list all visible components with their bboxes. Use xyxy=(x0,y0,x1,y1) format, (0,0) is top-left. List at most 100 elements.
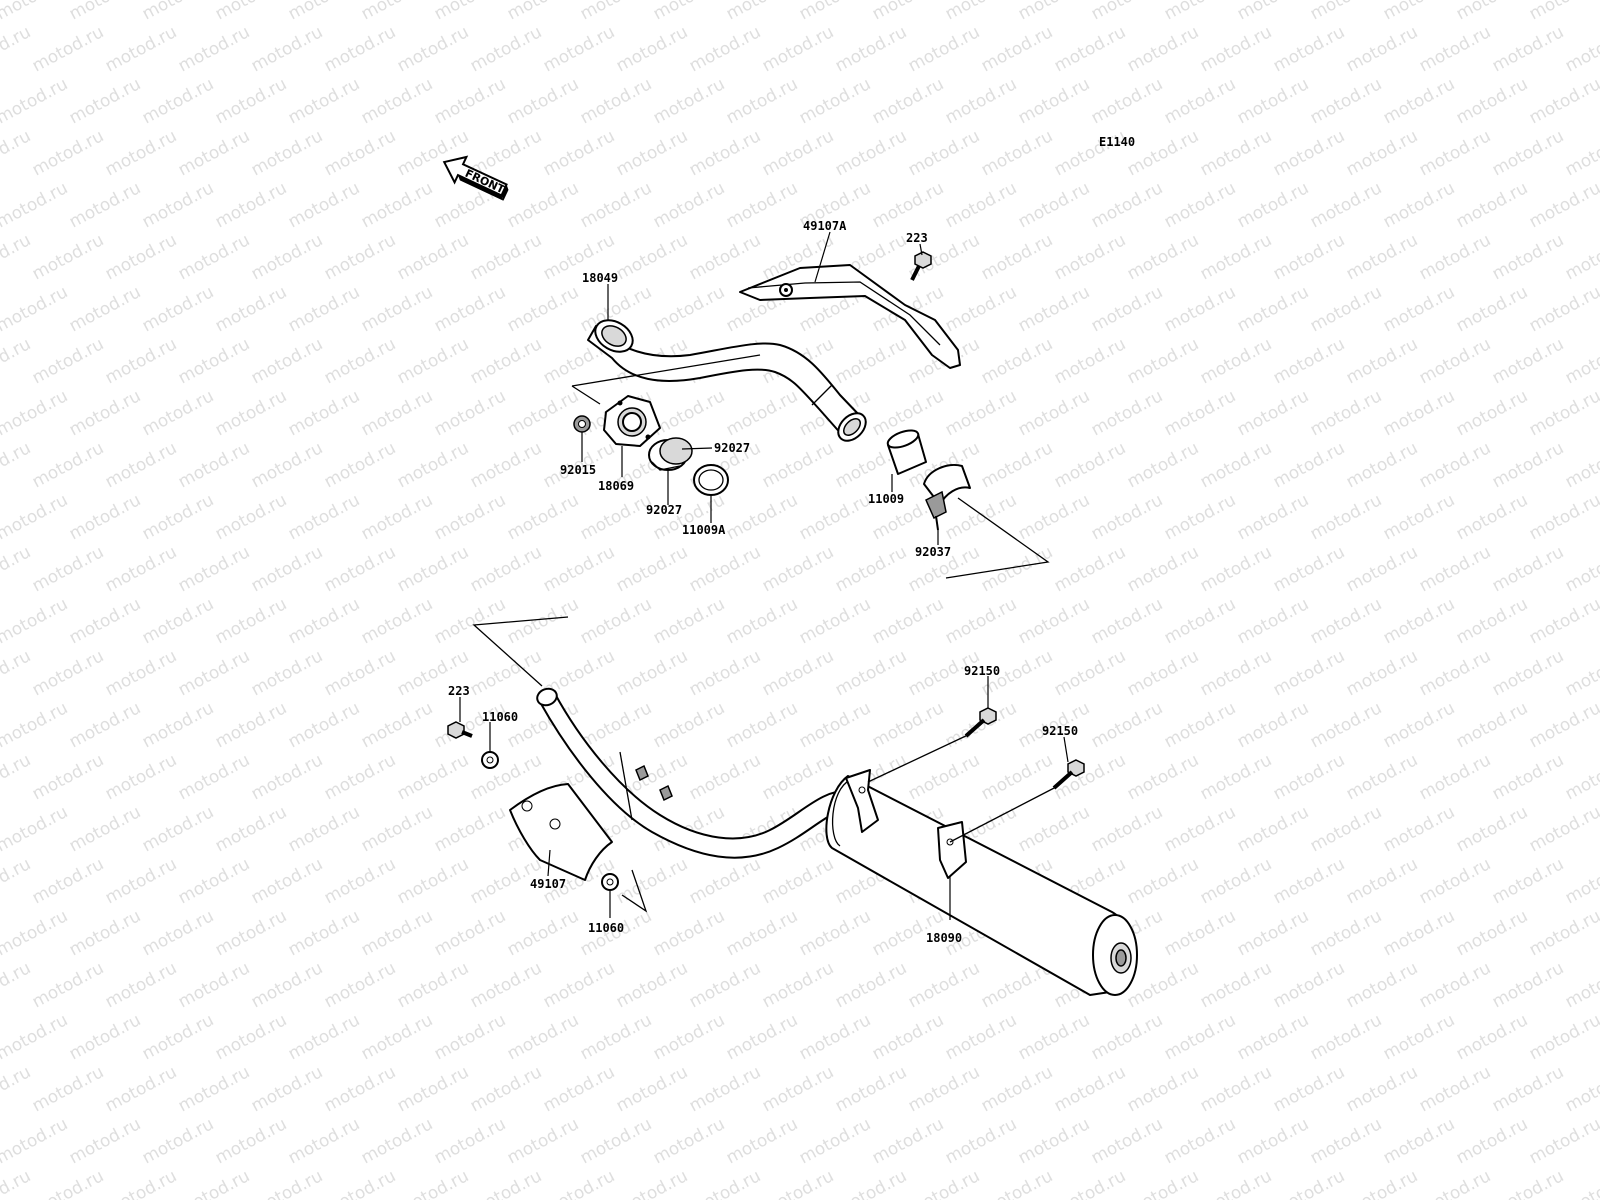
watermark-text: motod.ru xyxy=(1343,542,1421,596)
watermark-text: motod.ru xyxy=(1526,282,1600,336)
watermark-text: motod.ru xyxy=(832,22,910,76)
watermark-text: motod.ru xyxy=(1526,802,1600,856)
watermark-text: motod.ru xyxy=(1526,74,1600,128)
watermark-text: motod.ru xyxy=(467,958,545,1012)
watermark-text: motod.ru xyxy=(1453,1114,1531,1168)
watermark-text: motod.ru xyxy=(1416,230,1494,284)
watermark-text: motod.ru xyxy=(759,1062,837,1116)
watermark-text: motod.ru xyxy=(1343,646,1421,700)
watermark-text: motod.ru xyxy=(0,490,71,544)
watermark-text: motod.ru xyxy=(1343,854,1421,908)
watermark-text: motod.ru xyxy=(1270,438,1348,492)
watermark-text: motod.ru xyxy=(1051,750,1129,804)
watermark-text: motod.ru xyxy=(942,178,1020,232)
watermark-text: motod.ru xyxy=(869,1010,947,1064)
watermark-text: motod.ru xyxy=(723,1114,801,1168)
watermark-text: motod.ru xyxy=(1051,1062,1129,1116)
watermark-text: motod.ru xyxy=(723,386,801,440)
watermark-text: motod.ru xyxy=(285,178,363,232)
label-92027-b: 92027 xyxy=(646,503,682,517)
watermark-text: motod.ru xyxy=(0,906,71,960)
watermark-text: motod.ru xyxy=(1161,386,1239,440)
watermark-text: motod.ru xyxy=(686,22,764,76)
watermark-text: motod.ru xyxy=(1380,178,1458,232)
watermark-text: motod.ru xyxy=(0,0,71,24)
watermark-text: motod.ru xyxy=(394,1062,472,1116)
watermark-text: motod.ru xyxy=(650,74,728,128)
watermark-text: motod.ru xyxy=(1015,1114,1093,1168)
watermark-text: motod.ru xyxy=(1051,438,1129,492)
watermark-text: motod.ru xyxy=(248,1062,326,1116)
watermark-text: motod.ru xyxy=(1051,22,1129,76)
watermark-text: motod.ru xyxy=(1088,802,1166,856)
watermark-text: motod.ru xyxy=(905,750,983,804)
watermark-text: motod.ru xyxy=(248,854,326,908)
watermark-text: motod.ru xyxy=(1088,74,1166,128)
watermark-text: motod.ru xyxy=(723,906,801,960)
watermark-text: motod.ru xyxy=(248,646,326,700)
watermark-text: motod.ru xyxy=(869,74,947,128)
watermark-text: motod.ru xyxy=(1416,958,1494,1012)
watermark-text: motod.ru xyxy=(869,594,947,648)
watermark-text: motod.ru xyxy=(1270,230,1348,284)
watermark-text: motod.ru xyxy=(1489,750,1567,804)
watermark-text: motod.ru xyxy=(321,542,399,596)
watermark-text: motod.ru xyxy=(504,1010,582,1064)
watermark-text: motod.ru xyxy=(394,542,472,596)
watermark-text: motod.ru xyxy=(577,74,655,128)
watermark-text: motod.ru xyxy=(66,282,144,336)
watermark-text: motod.ru xyxy=(613,646,691,700)
watermark-text: motod.ru xyxy=(1015,74,1093,128)
watermark-text: motod.ru xyxy=(796,0,874,24)
watermark-text: motod.ru xyxy=(1307,74,1385,128)
watermark-text: motod.ru xyxy=(467,1062,545,1116)
watermark-text: motod.ru xyxy=(686,126,764,180)
watermark-text: motod.ru xyxy=(905,1062,983,1116)
watermark-text: motod.ru xyxy=(1270,542,1348,596)
watermark-text: motod.ru xyxy=(1307,802,1385,856)
watermark-text: motod.ru xyxy=(1380,698,1458,752)
watermark-text: motod.ru xyxy=(942,594,1020,648)
watermark-text: motod.ru xyxy=(431,386,509,440)
watermark-text: motod.ru xyxy=(1124,854,1202,908)
watermark-text: motod.ru xyxy=(212,386,290,440)
watermark-text: motod.ru xyxy=(1197,22,1275,76)
watermark-text: motod.ru xyxy=(248,1166,326,1200)
watermark-text: motod.ru xyxy=(540,542,618,596)
watermark-text: motod.ru xyxy=(1234,386,1312,440)
watermark-text: motod.ru xyxy=(1489,230,1567,284)
watermark-text: motod.ru xyxy=(1124,438,1202,492)
watermark-text: motod.ru xyxy=(942,282,1020,336)
watermark-text: motod.ru xyxy=(139,74,217,128)
watermark-text: motod.ru xyxy=(1562,334,1600,388)
watermark-text: motod.ru xyxy=(0,22,34,76)
watermark-text: motod.ru xyxy=(1526,0,1600,24)
watermark-text: motod.ru xyxy=(139,1114,217,1168)
watermark-text: motod.ru xyxy=(1015,594,1093,648)
watermark-text: motod.ru xyxy=(1416,854,1494,908)
watermark-text: motod.ru xyxy=(1489,542,1567,596)
watermark-text: motod.ru xyxy=(650,1114,728,1168)
watermark-text: motod.ru xyxy=(540,1062,618,1116)
watermark-text: motod.ru xyxy=(978,334,1056,388)
watermark-text: motod.ru xyxy=(540,126,618,180)
watermark-text: motod.ru xyxy=(358,594,436,648)
label-49107A: 49107A xyxy=(803,219,847,233)
watermark-text: motod.ru xyxy=(139,802,217,856)
watermark-text: motod.ru xyxy=(1416,1062,1494,1116)
watermark-text: motod.ru xyxy=(1489,854,1567,908)
watermark-text: motod.ru xyxy=(285,0,363,24)
gasket-11009A xyxy=(693,464,729,496)
watermark-text: motod.ru xyxy=(1526,386,1600,440)
watermark-text: motod.ru xyxy=(504,1114,582,1168)
watermark-text: motod.ru xyxy=(139,594,217,648)
label-18090: 18090 xyxy=(926,931,962,945)
watermark-text: motod.ru xyxy=(29,126,107,180)
watermark-text: motod.ru xyxy=(321,854,399,908)
watermark-text: motod.ru xyxy=(66,178,144,232)
watermark-text: motod.ru xyxy=(0,230,34,284)
watermark-text: motod.ru xyxy=(942,490,1020,544)
watermark-text: motod.ru xyxy=(1562,542,1600,596)
watermark-text: motod.ru xyxy=(613,958,691,1012)
label-92037: 92037 xyxy=(915,545,951,559)
